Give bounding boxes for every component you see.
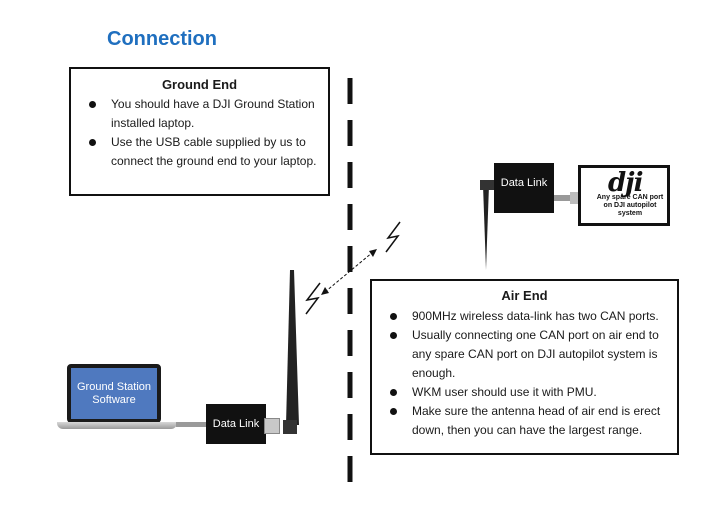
ground-end-bullet: You should have a DJI Ground Station ins… — [77, 95, 322, 133]
ground-end-list: You should have a DJI Ground Station ins… — [77, 95, 322, 171]
page-title: Connection — [107, 28, 217, 50]
air-end-heading: Air End — [501, 288, 548, 303]
arrow-head-air — [369, 249, 377, 257]
ground-end-box: Ground End You should have a DJI Ground … — [69, 67, 330, 196]
ground-end-heading: Ground End — [161, 77, 238, 92]
air-antenna — [483, 185, 489, 270]
arrow-head-ground — [321, 287, 329, 295]
can-plug — [570, 192, 578, 204]
air-antenna-base — [480, 180, 494, 190]
signal-bolt-air — [385, 221, 401, 253]
dji-port-label: Any spare CAN port on DJI autopilot syst… — [596, 194, 664, 217]
ground-end-bullet: Use the USB cable supplied by us to conn… — [77, 133, 322, 171]
air-end-bullet: 900MHz wireless data-link has two CAN po… — [378, 307, 671, 326]
air-end-bullet: Make sure the antenna head of air end is… — [378, 402, 671, 440]
ground-antenna-connector — [264, 418, 280, 434]
laptop-screen-line: Software — [92, 393, 136, 406]
can-cable — [554, 195, 572, 201]
ground-data-link: Data Link — [206, 404, 266, 444]
air-end-bullet: Usually connecting one CAN port on air e… — [378, 326, 671, 383]
dji-logo: dji — [608, 168, 643, 198]
laptop-screen: Ground Station Software — [67, 364, 161, 423]
ground-antenna-base — [283, 420, 297, 434]
air-end-bullet: WKM user should use it with PMU. — [378, 383, 671, 402]
laptop-screen-line: Ground Station — [77, 380, 151, 393]
air-end-list: 900MHz wireless data-link has two CAN po… — [378, 307, 671, 440]
signal-arrow — [324, 251, 374, 293]
signal-bolt-ground — [305, 282, 321, 315]
laptop-base — [57, 422, 177, 429]
ground-antenna — [286, 270, 299, 425]
air-data-link: Data Link — [494, 163, 554, 213]
air-end-box: Air End 900MHz wireless data-link has tw… — [370, 279, 679, 455]
usb-cable — [176, 422, 208, 427]
dji-autopilot-panel — [578, 165, 670, 226]
